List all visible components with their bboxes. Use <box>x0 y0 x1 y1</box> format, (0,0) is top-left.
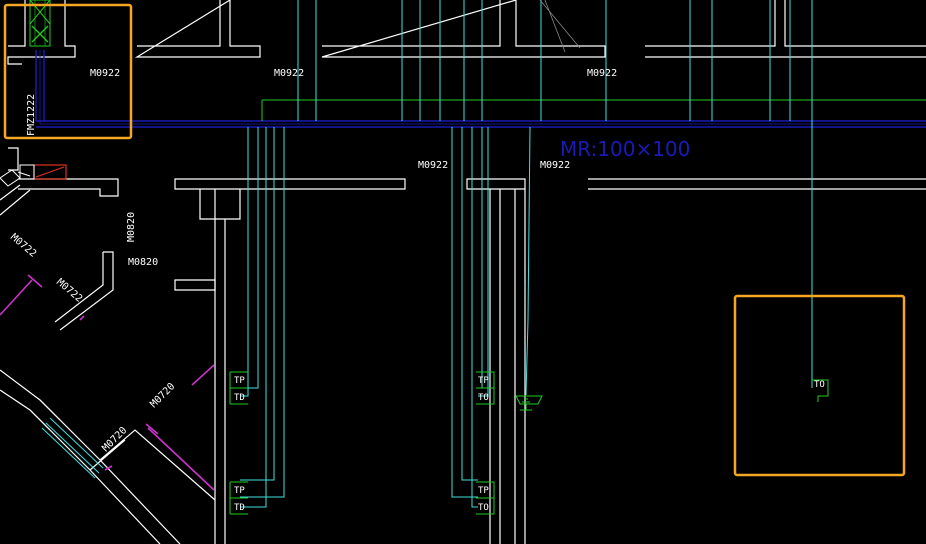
cyan-cables <box>240 0 813 508</box>
panel-device <box>0 164 67 187</box>
label-m0820-a: M0820 <box>128 257 158 268</box>
outlet-td-1: TD <box>234 393 245 403</box>
label-m0922-d: M0922 <box>418 160 448 171</box>
equipment-box <box>29 0 51 47</box>
label-m0922-e: M0922 <box>540 160 570 171</box>
outlet-to-3: TO <box>814 380 825 390</box>
label-m0720-a: M0720 <box>148 381 177 410</box>
outlet-to-2: TO <box>478 503 489 513</box>
outlet-tp-1: TP <box>234 376 245 386</box>
label-fmz1222: FMZ1222 <box>26 94 37 136</box>
label-m0722-a: M0722 <box>8 232 38 260</box>
label-m0722-b: M0722 <box>54 277 84 305</box>
label-m0922-a: M0922 <box>90 68 120 79</box>
cable-tray <box>35 50 926 128</box>
outlets <box>229 371 829 515</box>
highlight-box-top-left <box>3 3 133 140</box>
label-m0922-b: M0922 <box>274 68 304 79</box>
device-symbol <box>515 395 543 411</box>
outlet-td-2: TD <box>234 503 245 513</box>
outlet-tp-2: TP <box>234 486 245 496</box>
green-lines <box>261 99 926 121</box>
label-m0720-b: M0720 <box>100 425 129 454</box>
label-m0820-b: M0820 <box>126 212 137 242</box>
window-lines <box>41 417 104 479</box>
door-swings <box>0 274 215 491</box>
leader-lines <box>539 0 581 53</box>
highlight-box-right <box>733 294 906 477</box>
outlet-tp-3: TP <box>478 376 489 386</box>
outlet-tp-4: TP <box>478 486 489 496</box>
label-m0922-c: M0922 <box>587 68 617 79</box>
label-tray-size: MR:100×100 <box>560 137 690 161</box>
outlet-to-1: TO <box>478 393 489 403</box>
